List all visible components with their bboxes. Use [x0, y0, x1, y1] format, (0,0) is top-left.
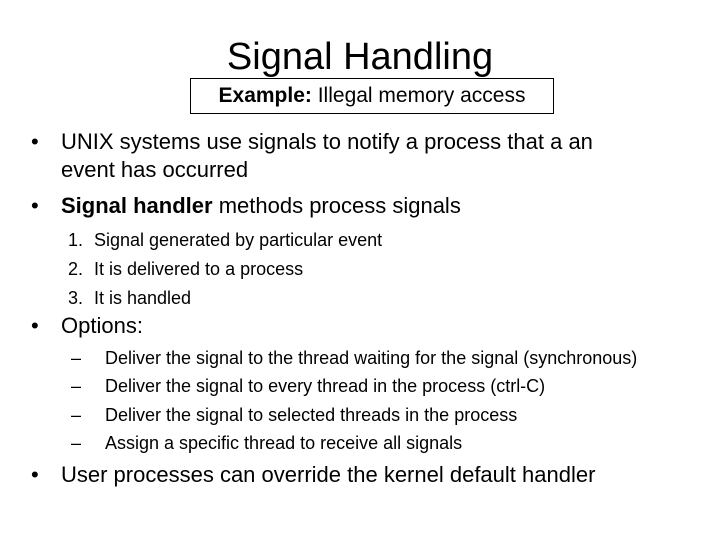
numbered-text: Signal generated by particular event — [94, 230, 383, 250]
bullet-dot: • — [31, 313, 39, 338]
bullet-line-2: event has occurred — [61, 157, 249, 182]
bullet-bold: Signal handler — [61, 193, 213, 218]
bullet-options: • Options: — [31, 312, 691, 340]
example-label: Example: — [218, 84, 312, 107]
numbered-text: It is handled — [94, 288, 192, 308]
option-text: Deliver the signal to every thread in th… — [105, 376, 546, 396]
bullet-signal-handler: • Signal handler methods process signals — [31, 192, 691, 220]
dash-marker: – — [71, 405, 82, 425]
dash-marker: – — [71, 376, 82, 396]
option-text: Assign a specific thread to receive all … — [105, 433, 463, 453]
dash-marker: – — [71, 348, 82, 368]
numbered-text: It is delivered to a process — [94, 259, 304, 279]
bullet-dot: • — [31, 129, 39, 154]
bullet-text: UNIX systems use signals to notify a pro… — [61, 128, 593, 184]
bullet-dot: • — [31, 193, 39, 218]
bullet-unix-signals: • UNIX systems use signals to notify a p… — [31, 128, 691, 184]
bullet-text: Options: — [61, 313, 143, 338]
option-text: Deliver the signal to selected threads i… — [105, 405, 518, 425]
bullet-dot: • — [31, 462, 39, 487]
numbered-marker: 2. — [68, 259, 84, 279]
bullet-rest: methods process signals — [212, 193, 461, 218]
option-text: Deliver the signal to the thread waiting… — [105, 348, 638, 368]
numbered-marker: 1. — [68, 230, 84, 250]
example-text: Illegal memory access — [311, 84, 526, 107]
example-box: Example: Illegal memory access — [190, 78, 554, 114]
bullet-user-processes: • User processes can override the kernel… — [31, 461, 691, 489]
numbered-marker: 3. — [68, 288, 84, 308]
bullet-text: Signal handler methods process signals — [61, 192, 461, 220]
bullet-line-1: UNIX systems use signals to notify a pro… — [61, 129, 593, 154]
slide-title: Signal Handling — [226, 36, 494, 78]
dash-marker: – — [71, 433, 82, 453]
bullet-text: User processes can override the kernel d… — [61, 462, 596, 487]
